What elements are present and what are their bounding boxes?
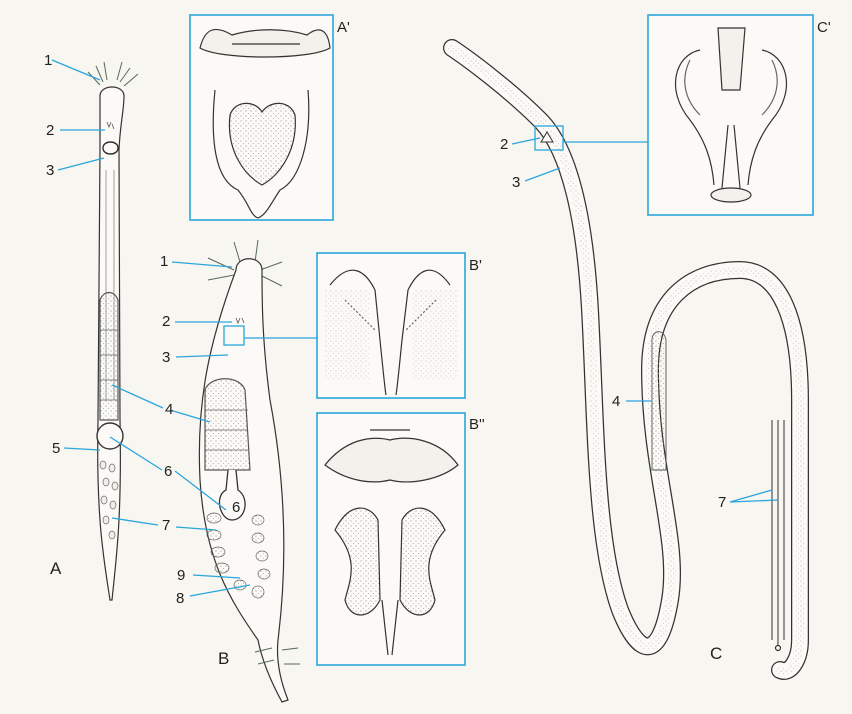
inset-label-b-prime: B': [469, 257, 482, 274]
callout-a-4: 4: [165, 401, 174, 418]
specimen-a-body: [87, 61, 139, 601]
callout-b-1: 1: [160, 253, 169, 270]
callout-a-7: 7: [162, 517, 171, 534]
callout-c-2: 2: [500, 136, 509, 153]
specimen-b-body: [198, 239, 300, 703]
callout-c-3: 3: [512, 174, 521, 191]
callout-b-2: 2: [162, 313, 171, 330]
callout-b-6: 6: [232, 499, 241, 516]
inset-label-a-prime: A': [337, 19, 350, 36]
specimen-c-body: [443, 39, 809, 680]
callout-b-9: 9: [177, 567, 186, 584]
callout-c-4: 4: [612, 393, 621, 410]
callout-a-5: 5: [52, 440, 61, 457]
leader-lines: [51, 59, 779, 597]
inset-b-double-prime: [316, 412, 466, 666]
callout-b-3: 3: [162, 349, 171, 366]
inset-a-prime: [189, 14, 334, 221]
callout-a-2: 2: [46, 122, 55, 139]
callout-b-8: 8: [176, 590, 185, 607]
callout-c-7: 7: [718, 494, 727, 511]
specimen-label-a: A: [50, 559, 62, 578]
specimen-label-b: B: [218, 649, 230, 668]
specimen-label-c: C: [710, 644, 723, 663]
inset-b-prime: [316, 252, 466, 399]
inset-label-b-double-prime: B'': [469, 416, 485, 433]
callout-a-3: 3: [46, 162, 55, 179]
callout-a-6: 6: [164, 463, 173, 480]
callout-a-1: 1: [44, 52, 53, 69]
inset-c-prime: [647, 14, 814, 216]
inset-label-c-prime: C': [817, 19, 831, 36]
